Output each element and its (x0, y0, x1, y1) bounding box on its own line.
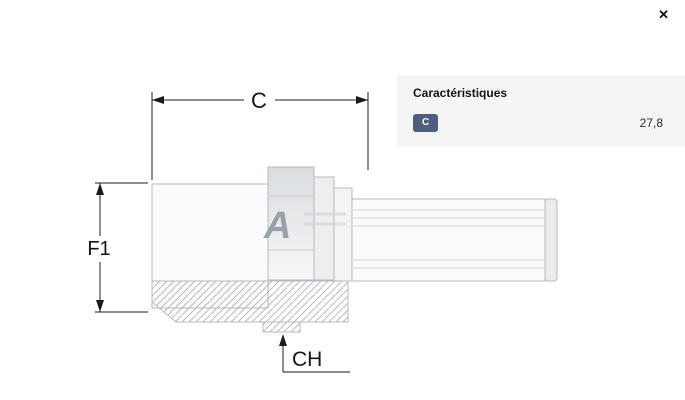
characteristic-value: 27,8 (639, 116, 663, 130)
panel-title: Caractéristiques (413, 86, 508, 100)
dimension-ch: CH (279, 334, 350, 373)
thread-hatch (151, 280, 349, 323)
fitting-collar (313, 176, 335, 281)
characteristic-badge: C (413, 114, 439, 132)
thread-hatch-section (151, 280, 349, 333)
fitting-groove (333, 187, 353, 282)
fitting-drawing (151, 166, 558, 309)
characteristics-panel: Caractéristiques C 27,8 (397, 75, 685, 146)
dimension-c: C (151, 88, 369, 180)
dim-ch-label: CH (292, 348, 322, 371)
dim-f1-label: F1 (87, 238, 110, 260)
dim-c-label: C (251, 88, 267, 113)
close-icon[interactable]: ✕ (654, 4, 673, 25)
characteristic-row: C 27,8 (413, 113, 663, 133)
dimension-f1: F1 (87, 182, 148, 313)
brand-logo: A (263, 205, 346, 247)
brand-logo-letter: A (263, 205, 291, 247)
hex-flat-tab (262, 321, 301, 333)
fitting-hose-tail (351, 198, 546, 282)
fitting-end-cap (544, 198, 558, 282)
